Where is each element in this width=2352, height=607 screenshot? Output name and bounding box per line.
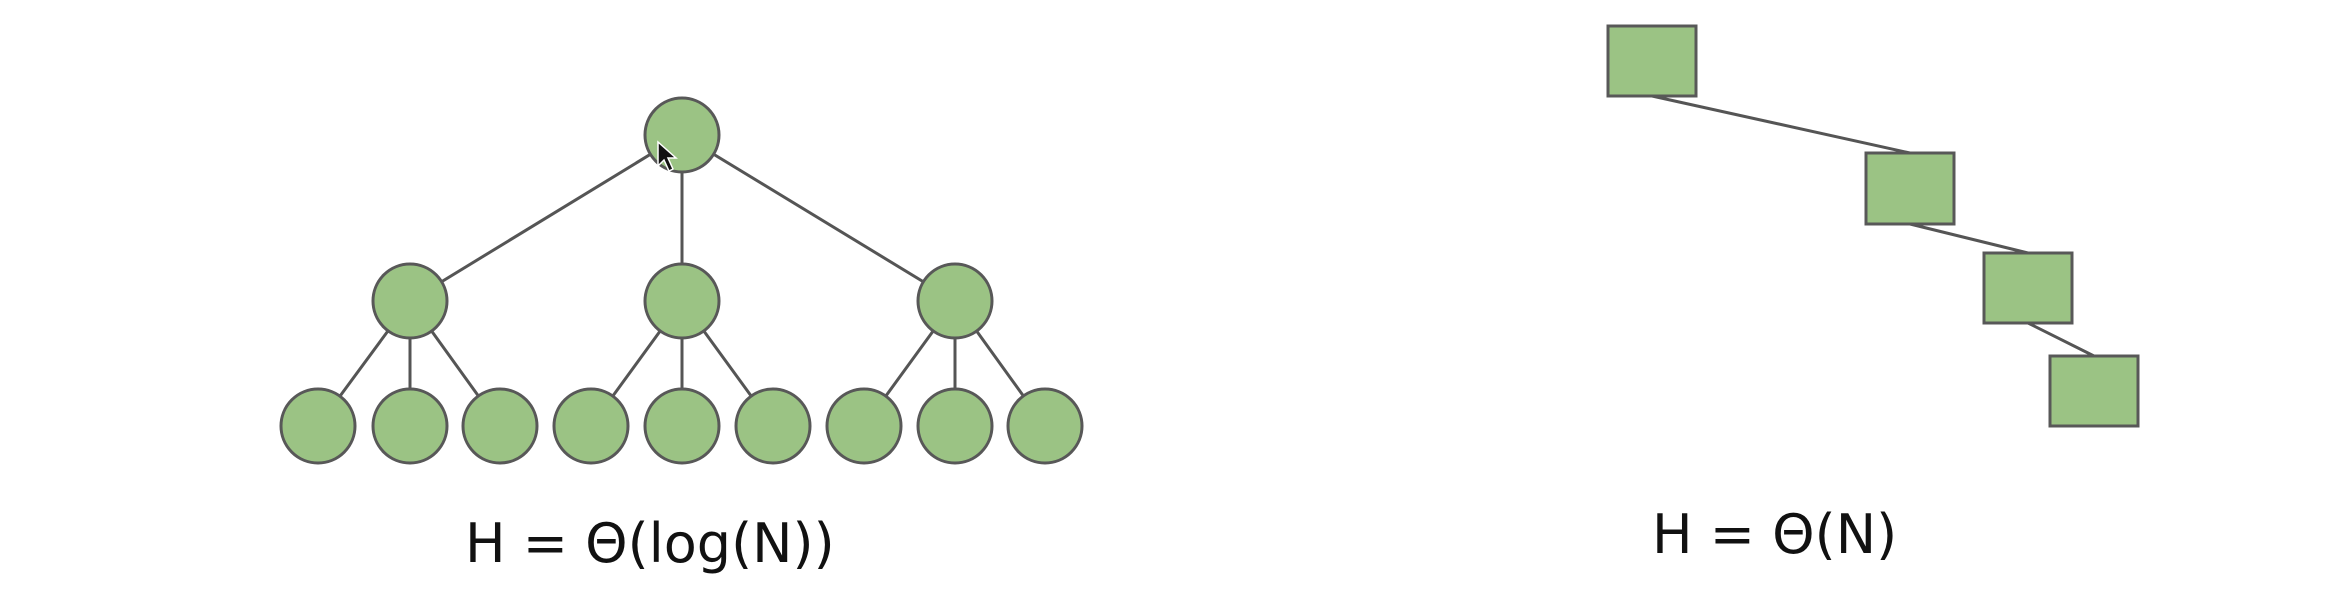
tree-node-leaf — [825, 387, 903, 465]
tree-node-leaf — [734, 387, 812, 465]
chain-node-2 — [1864, 151, 1956, 226]
chain-edge — [2027, 321, 2095, 358]
tree-node-leaf — [1006, 387, 1084, 465]
tree-node-level-1 — [643, 262, 721, 340]
chain-edge — [1651, 94, 1911, 155]
tree-node-root — [643, 96, 721, 174]
chain-edges — [1651, 94, 2095, 358]
tree-edge — [409, 133, 683, 303]
tree-node-leaf — [916, 387, 994, 465]
chain-node-3 — [1982, 251, 2074, 325]
chain-edge — [1909, 222, 2029, 255]
chain-node-4 — [2048, 354, 2140, 428]
tree-node-leaf — [461, 387, 539, 465]
balanced-tree — [279, 96, 1084, 465]
tree-node-level-1 — [916, 262, 994, 340]
chain-nodes — [1606, 24, 2140, 428]
tree-node-leaf — [371, 387, 449, 465]
balanced-tree-height-caption: H = Θ(log(N)) — [465, 512, 835, 575]
chain-node-1 — [1606, 24, 1698, 98]
tree-edge — [681, 133, 956, 303]
tree-node-leaf — [643, 387, 721, 465]
tree-nodes — [279, 96, 1084, 465]
tree-node-leaf — [279, 387, 357, 465]
chain-height-caption: H = Θ(N) — [1652, 503, 1898, 566]
spindly-chain — [1606, 24, 2140, 428]
tree-node-level-1 — [371, 262, 449, 340]
tree-node-leaf — [552, 387, 630, 465]
